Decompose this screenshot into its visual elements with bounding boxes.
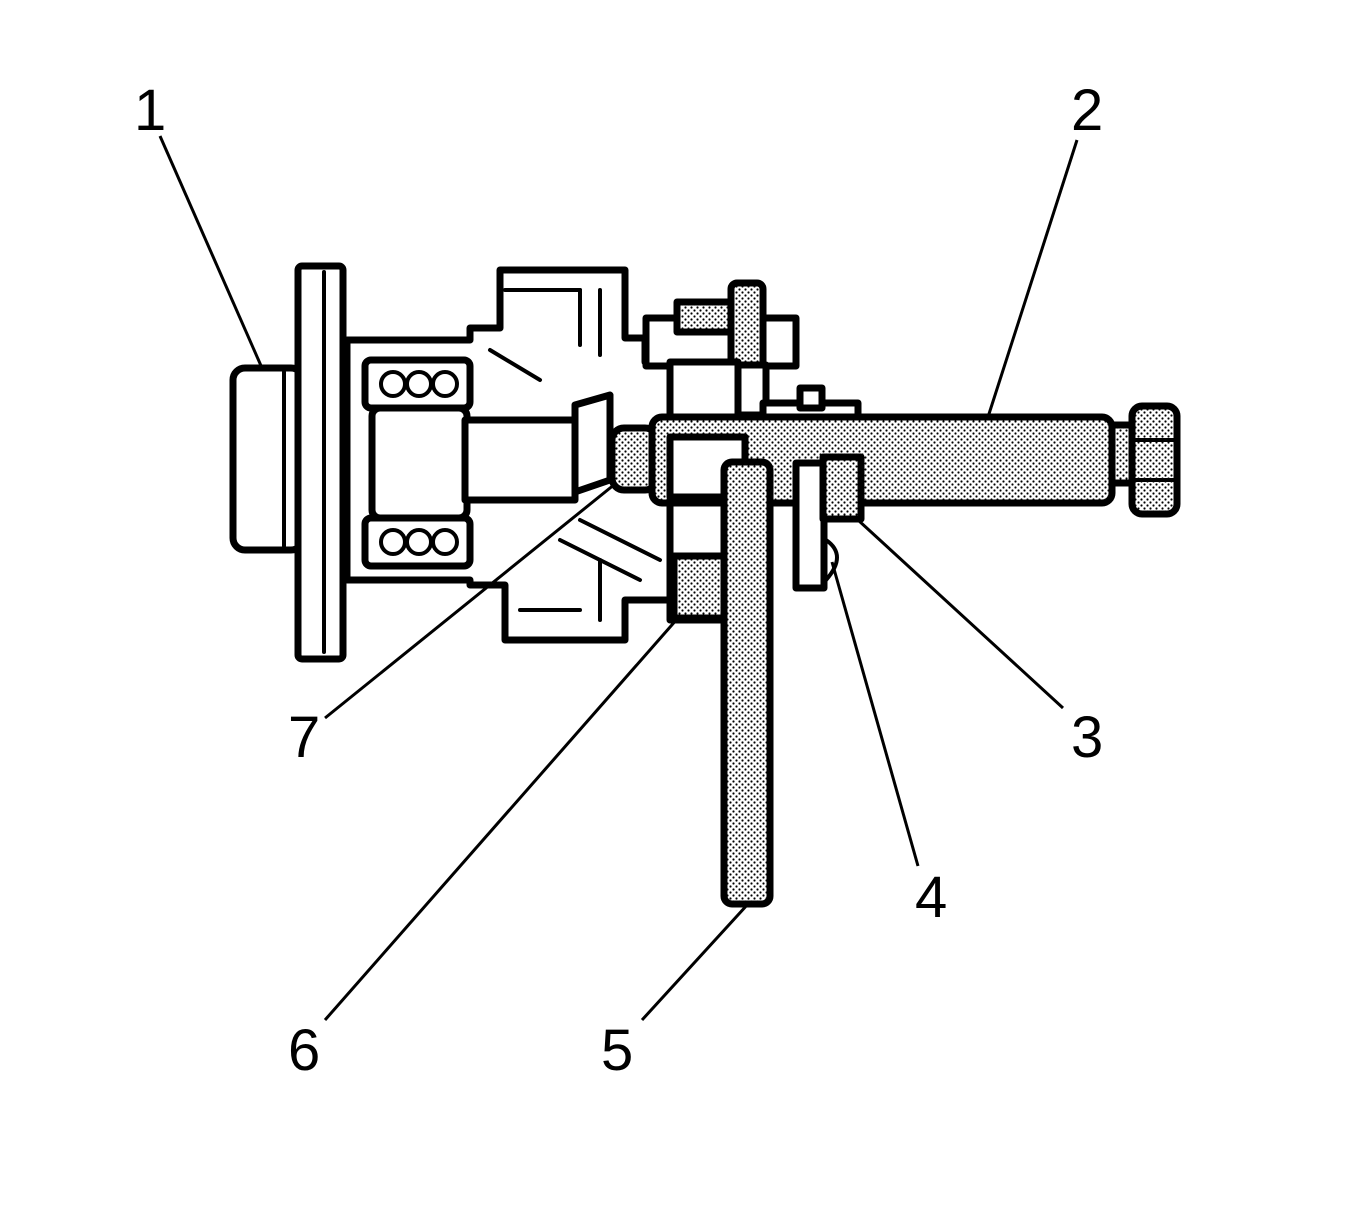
callout-4: 4 (915, 865, 947, 930)
leader-5 (640, 902, 750, 1022)
hub-shaft (461, 391, 661, 504)
leader-6 (323, 617, 680, 1021)
callout-2: 2 (1071, 78, 1103, 143)
leader-1 (158, 135, 264, 369)
callout-5: 5 (601, 1018, 633, 1083)
leader-4 (830, 561, 920, 867)
leader-3 (856, 518, 1065, 710)
handle-bar (720, 458, 774, 908)
leader-lines (158, 135, 1079, 1022)
nut-and-washer (792, 453, 865, 592)
wheel-bearing (361, 356, 474, 570)
leader-7 (324, 482, 616, 720)
callout-3: 3 (1071, 705, 1103, 770)
callout-labels: 1 2 3 4 5 6 7 (134, 78, 1103, 1083)
callout-1: 1 (134, 78, 166, 143)
leader-2 (986, 139, 1079, 418)
wheel-hub-flange (229, 262, 347, 663)
callout-7: 7 (288, 705, 320, 770)
callout-6: 6 (288, 1018, 320, 1083)
